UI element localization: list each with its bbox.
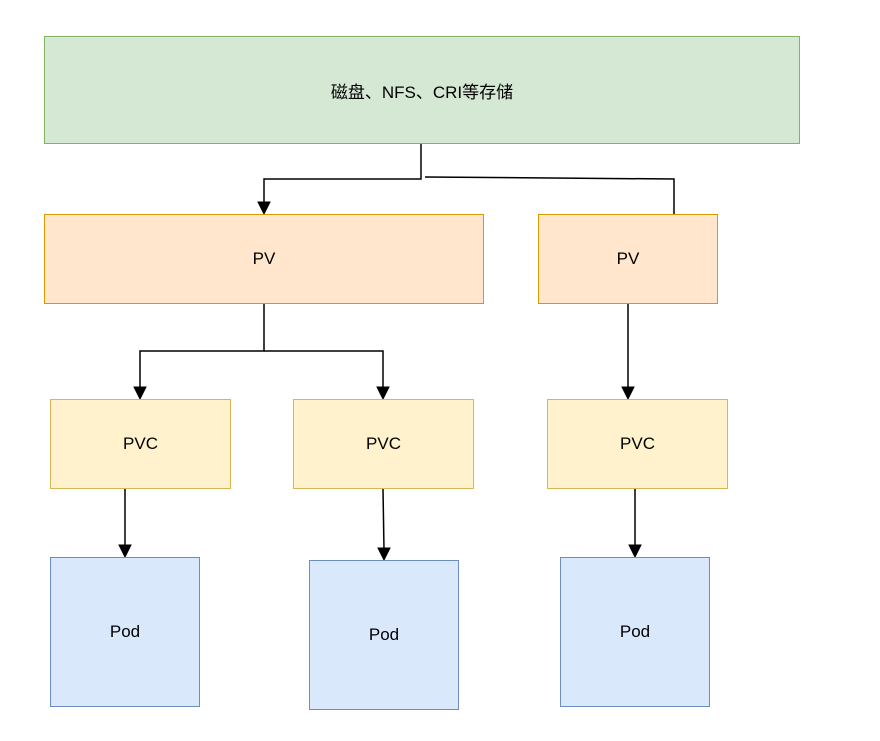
pvc-label: PVC: [123, 434, 158, 453]
edge-pv-left-to-pvc-2: [264, 350, 384, 389]
arrowhead-pvc-1: [133, 386, 147, 401]
edge-storage-to-pv-left: [263, 144, 422, 204]
arrowhead-pvc-2: [376, 386, 390, 401]
storage-node: 磁盘、NFS、CRI等存储: [44, 36, 800, 144]
pod-label: Pod: [368, 625, 400, 644]
pv-label: PV: [252, 249, 276, 268]
edge-pv-left-to-pvc-1: [139, 304, 265, 389]
pod-label: Pod: [619, 622, 651, 641]
pv-label: PV: [616, 249, 640, 268]
pvc-node-1: PVC: [50, 399, 231, 489]
pvc-node-2: PVC: [293, 399, 474, 489]
pod-node-2: Pod: [309, 560, 459, 710]
pvc-label: PVC: [366, 434, 401, 453]
arrowhead-pod-3: [628, 544, 642, 559]
edge-pvc-2-to-pod-2: [382, 488, 385, 551]
pod-node-3: Pod: [560, 557, 710, 707]
pod-node-1: Pod: [50, 557, 200, 707]
arrowhead-pod-1: [118, 544, 132, 559]
pvc-label: PVC: [620, 434, 655, 453]
arrowhead-pvc-3: [621, 386, 635, 401]
arrowhead-pod-2: [377, 547, 391, 562]
arrowhead-pv-left: [257, 201, 271, 216]
pv-node-left: PV: [44, 214, 484, 304]
edge-storage-to-pv-right: [424, 176, 675, 214]
pv-node-right: PV: [538, 214, 718, 304]
pvc-node-3: PVC: [547, 399, 728, 489]
pod-label: Pod: [109, 622, 141, 641]
storage-label: 磁盘、NFS、CRI等存储: [330, 82, 514, 102]
